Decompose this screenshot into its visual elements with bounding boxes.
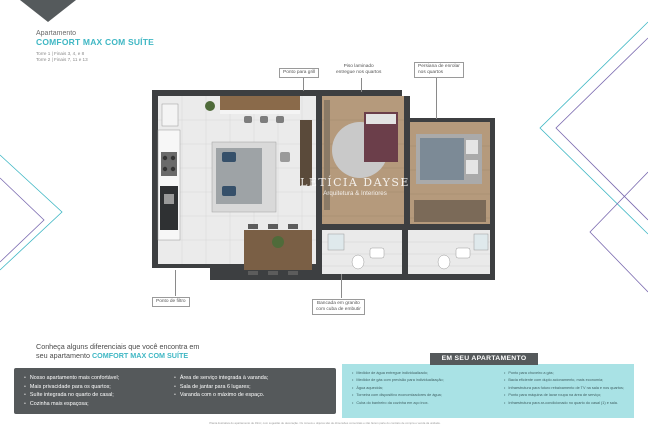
piso-label-line2: entregue nos quartos: [336, 70, 382, 75]
bancada-label-line2: com cuba de embutir: [316, 307, 361, 312]
intro-line1: Conheça alguns diferenciais que você enc…: [36, 342, 200, 351]
filtro-label: Ponto de filtro: [152, 297, 190, 307]
list-item: Bacia eficiente com duplo acionamento, m…: [504, 377, 624, 384]
intro-line2: seu apartamento COMFORT MAX COM SUÍTE: [36, 351, 199, 360]
list-item: Varanda com o máximo de espaço.: [174, 391, 268, 400]
intro-line2-prefix: seu apartamento: [36, 351, 92, 360]
list-item: Torneira com dispositivo economizadores …: [352, 392, 444, 399]
footnote: Planta ilustrativa do apartamento de 49m…: [209, 421, 441, 425]
watermark-tagline: Arquitetura & Interiores: [323, 190, 387, 197]
list-item: Cozinha mais espaçosa;: [24, 400, 119, 409]
grill-label: Ponto para grill: [279, 68, 320, 78]
tower-2-info: Torre 2 | Finais 7, 11 e 13: [36, 57, 88, 62]
seu-apartamento-title: EM SEU APARTAMENTO: [430, 353, 538, 365]
list-item: Nosso apartamento mais confortável;: [24, 374, 119, 383]
bancada-label-line1: Bancada em granito: [316, 301, 360, 306]
filtro-leader: [175, 270, 176, 296]
list-item: Área de serviço integrada à varanda;: [174, 374, 268, 383]
differentials-right-list: Área de serviço integrada à varanda; Sal…: [174, 374, 268, 400]
piso-label: Piso laminado entregue nos quartos: [336, 64, 381, 76]
list-item: Mais privacidade para os quartos;: [24, 383, 119, 392]
persiana-leader: [436, 77, 437, 119]
grill-leader: [303, 77, 304, 91]
tower-info: Torre 1 | Finais 3, 4, e 8 Torre 2 | Fin…: [36, 51, 154, 63]
piso-label-line1: Piso laminado: [343, 64, 374, 69]
bancada-label: Bancada em granito com cuba de embutir: [312, 299, 365, 315]
list-item: Medidor de gás com previsão para individ…: [352, 377, 443, 384]
list-item: Medidor de água entregue individualizado…: [352, 370, 444, 377]
bancada-label-box: Bancada em granito com cuba de embutir: [312, 299, 365, 315]
list-item: Suíte integrada no quarto de casal;: [24, 391, 119, 400]
piso-leader: [361, 78, 362, 92]
list-item: Ponto para máquina de lavar roupa na áre…: [504, 392, 624, 399]
floor-plan: [152, 90, 495, 280]
persiana-label: Persiana de enrolar nos quartos: [414, 62, 464, 78]
apartment-header: Apartamento COMFORT MAX COM SUÍTE Torre …: [36, 30, 154, 63]
intro-text: Conheça alguns diferenciais que você enc…: [36, 342, 199, 360]
apartment-name: COMFORT MAX COM SUÍTE: [36, 37, 154, 47]
grill-label-text: Ponto para grill: [279, 68, 320, 78]
persiana-label-box: Persiana de enrolar nos quartos: [414, 62, 464, 78]
list-item: Cuba do banheiro da cozinha em aço inox.: [352, 400, 444, 407]
bancada-leader: [341, 274, 342, 298]
filtro-label-text: Ponto de filtro: [152, 297, 190, 307]
apartment-type: Apartamento: [36, 30, 77, 37]
watermark: LETÍCIA DAYSE Arquitetura & Interiores: [300, 176, 410, 197]
list-item: Ponto para chuveiro a gás;: [504, 370, 624, 377]
list-item: Infraestrutura para ar-condicionado no q…: [504, 400, 624, 407]
differentials-left-list: Nosso apartamento mais confortável; Mais…: [24, 374, 119, 408]
seu-apartamento-left-list: Medidor de água entregue individualizado…: [352, 370, 444, 407]
differentials-panel: Nosso apartamento mais confortável; Mais…: [14, 368, 336, 414]
list-item: Água aquecida;: [352, 385, 444, 392]
seu-apartamento-right-list: Ponto para chuveiro a gás; Bacia eficien…: [504, 370, 624, 407]
list-item: Sala de jantar para 6 lugares;: [174, 383, 268, 392]
persiana-label-line2: nos quartos: [418, 70, 444, 75]
seu-apartamento-panel: Medidor de água entregue individualizado…: [342, 364, 634, 418]
tower-1-info: Torre 1 | Finais 3, 4, e 8: [36, 51, 85, 56]
intro-highlight: COMFORT MAX COM SUÍTE: [91, 351, 189, 360]
persiana-label-line1: Persiana de enrolar: [418, 64, 460, 69]
list-item: Infraestrutura para futuro rebaixamento …: [504, 385, 624, 392]
watermark-brand: LETÍCIA DAYSE: [300, 176, 410, 189]
corner-triangle: [20, 0, 76, 22]
